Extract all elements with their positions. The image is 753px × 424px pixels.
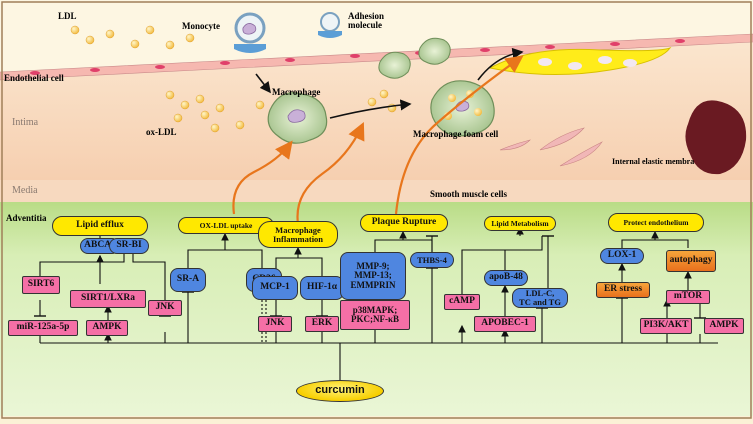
node-thbs4: THBS-4: [410, 252, 454, 268]
node-autophagy: autophagy: [666, 250, 716, 272]
node-sirt6: SIRT6: [22, 276, 60, 294]
arrow-foam-core: [477, 47, 524, 81]
outcome-macrophage-inflammation: Macrophage Inflammation: [258, 221, 338, 248]
node-p38mapk: p38MAPK; PKC;NF-κB: [340, 300, 410, 330]
label-smooth-muscle-cells: Smooth muscle cells: [430, 189, 507, 199]
arrow-plaque-core: [394, 55, 524, 215]
node-lox1: LOX-1: [600, 248, 644, 264]
arrow-oxldl-macrophage: [232, 140, 293, 215]
arrow-inflammation-foam: [296, 122, 365, 225]
label-monocyte: Monocyte: [182, 21, 220, 31]
outcome-lipid-metabolism: Lipid Metabolism: [484, 216, 556, 231]
node-ldl-c: LDL-C, TC and TG: [512, 288, 568, 308]
endothelium-band: [0, 33, 753, 81]
arrow-macrophage-foam: [329, 99, 412, 119]
label-ldl: LDL: [58, 11, 77, 21]
node-apob48: apoB-48: [484, 270, 528, 286]
label-macrophage-foam-cell: Macrophage foam cell: [413, 129, 499, 139]
adhesion-molecule: [318, 12, 342, 38]
macrophage-cell: [267, 92, 328, 144]
lipid-core: [488, 46, 672, 76]
node-ampk-left: AMPK: [86, 320, 128, 336]
node-ampk-right: AMPK: [704, 318, 744, 334]
label-endothelial-cell: Endothelial cell: [4, 73, 64, 83]
outcome-protect-endothelium: Protect endothelium: [608, 213, 704, 232]
node-jnk-left: JNK: [148, 300, 182, 316]
node-sr-bi: SR-BI: [109, 238, 149, 254]
arrow-monocyte-macrophage: [255, 73, 271, 94]
label-media: Media: [12, 185, 38, 196]
media-layer: [0, 180, 753, 202]
curcumin-node: curcumin: [296, 380, 384, 402]
node-apobec1: APOBEC-1: [474, 316, 536, 332]
node-camp: cAMP: [444, 294, 480, 310]
smooth-muscle-cells: [499, 127, 603, 167]
monocyte-cell: [234, 12, 266, 53]
node-sr-a: SR-A: [170, 268, 206, 292]
label-internal-elastic-membrane: Internal elastic membra: [612, 157, 695, 166]
plaque-mass: [685, 100, 747, 175]
node-er-stress: ER stress: [596, 282, 650, 298]
label-intima: Intima: [12, 117, 39, 128]
pathway-lines: [39, 224, 718, 382]
node-mcp1: MCP-1: [252, 276, 298, 300]
node-mmp: MMP-9; MMP-13; EMMPRIN: [340, 252, 406, 300]
node-hif1a: HIF-1α: [300, 276, 344, 300]
ox-ldl-particles: [165, 89, 397, 133]
outcome-plaque-rupture: Plaque Rupture: [360, 214, 448, 232]
node-mir125a5p: miR-125a-5p: [8, 320, 78, 336]
label-macrophage: Macrophage: [272, 87, 321, 97]
node-erk: ERK: [305, 316, 339, 332]
endothelial-nuclei: [30, 39, 685, 75]
node-pi3k-akt: PI3K/AKT: [640, 318, 692, 334]
floating-cells: [378, 37, 451, 79]
ldl-particles: [70, 25, 195, 50]
node-jnk-mid: JNK: [258, 316, 292, 332]
label-adhesion-molecule: Adhesion molecule: [348, 11, 385, 30]
label-ox-ldl: ox-LDL: [146, 127, 177, 137]
node-sirt1-lxra: SIRT1/LXRa: [70, 290, 146, 308]
outcome-lipid-efflux: Lipid efflux: [52, 216, 148, 236]
label-adventitia: Adventitia: [6, 213, 47, 223]
node-mtor: mTOR: [666, 290, 710, 304]
foam-cell: [430, 80, 495, 137]
